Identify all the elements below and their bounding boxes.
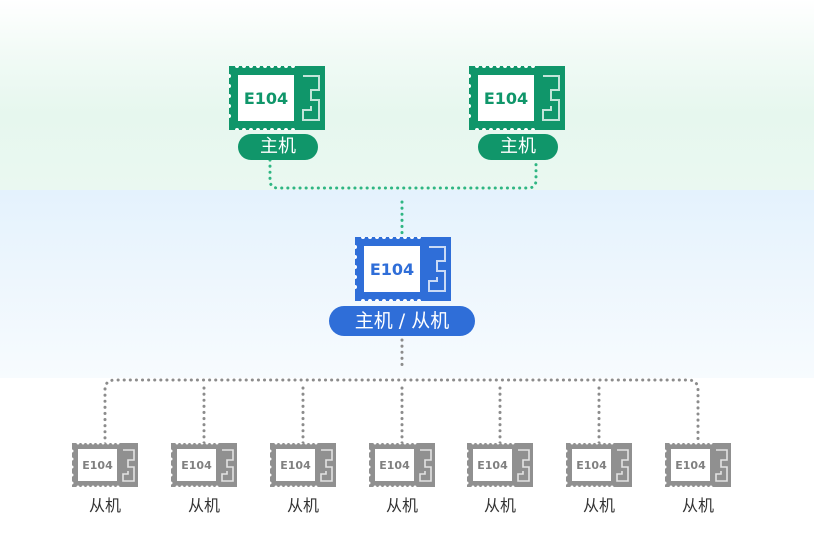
master-label-2: 主机 [478, 134, 558, 160]
chip-icon: E104 [369, 443, 435, 487]
hub-label-text: 主机 / 从机 [354, 310, 450, 332]
svg-text:E104: E104 [370, 260, 414, 279]
master-module-2: E104 [469, 66, 565, 130]
slave-label: 从机 [681, 496, 714, 515]
chip-icon: E104 [665, 443, 731, 487]
slave-module: E104 [369, 443, 435, 487]
svg-text:E104: E104 [280, 459, 311, 472]
chip-icon: E104 [469, 66, 565, 130]
slave-module: E104 [665, 443, 731, 487]
svg-text:E104: E104 [244, 89, 288, 108]
chip-icon: E104 [229, 66, 325, 130]
slave-label: 从机 [286, 496, 319, 515]
master-module-1: E104 [229, 66, 325, 130]
chip-icon: E104 [72, 443, 138, 487]
chip-icon: E104 [171, 443, 237, 487]
master-zone-background [0, 0, 814, 190]
slave-module: E104 [467, 443, 533, 487]
svg-text:E104: E104 [675, 459, 706, 472]
slave-module: E104 [72, 443, 138, 487]
slave-drops [202, 386, 601, 446]
slave-label: 从机 [483, 496, 516, 515]
chip-icon: E104 [566, 443, 632, 487]
master-label-1: 主机 [238, 134, 318, 160]
master-link [268, 158, 538, 190]
svg-text:E104: E104 [181, 459, 212, 472]
hub-label: 主机 / 从机 [329, 306, 475, 336]
hub-module: E104 [355, 237, 451, 301]
chip-icon: E104 [467, 443, 533, 487]
chip-icon: E104 [270, 443, 336, 487]
master-label-text: 主机 [500, 136, 536, 157]
svg-text:E104: E104 [576, 459, 607, 472]
svg-text:E104: E104 [477, 459, 508, 472]
slave-label: 从机 [385, 496, 418, 515]
svg-text:E104: E104 [484, 89, 528, 108]
svg-text:E104: E104 [379, 459, 410, 472]
slave-label: 从机 [187, 496, 220, 515]
master-label-text: 主机 [260, 136, 296, 157]
svg-text:E104: E104 [82, 459, 113, 472]
slave-module: E104 [171, 443, 237, 487]
slave-label: 从机 [582, 496, 615, 515]
chip-icon: E104 [355, 237, 451, 301]
slave-module: E104 [566, 443, 632, 487]
slave-label: 从机 [88, 496, 121, 515]
slave-module: E104 [270, 443, 336, 487]
